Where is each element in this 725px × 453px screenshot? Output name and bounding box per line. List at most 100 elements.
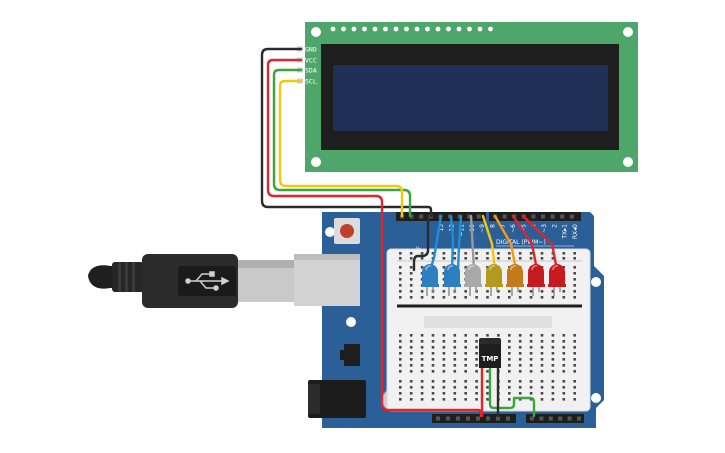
breadboard-hole[interactable] [431, 364, 435, 367]
breadboard-hole[interactable] [420, 380, 424, 383]
breadboard-hole[interactable] [464, 380, 467, 383]
breadboard-hole[interactable] [453, 296, 457, 299]
breadboard-hole[interactable] [508, 252, 511, 255]
breadboard-hole[interactable] [529, 352, 533, 355]
breadboard-hole[interactable] [409, 340, 413, 343]
breadboard-hole[interactable] [399, 296, 402, 299]
breadboard-hole[interactable] [573, 352, 576, 355]
breadboard-hole[interactable] [540, 296, 544, 299]
breadboard-hole[interactable] [551, 370, 555, 373]
breadboard-hole[interactable] [486, 398, 489, 401]
breadboard-hole[interactable] [540, 257, 544, 260]
breadboard-hole[interactable] [431, 386, 435, 389]
breadboard-hole[interactable] [551, 340, 555, 343]
breadboard-hole[interactable] [399, 386, 402, 389]
breadboard-hole[interactable] [420, 386, 424, 389]
breadboard-hole[interactable] [508, 358, 511, 361]
breadboard-hole[interactable] [453, 386, 457, 389]
breadboard-hole[interactable] [475, 364, 478, 367]
breadboard-hole[interactable] [573, 370, 576, 373]
breadboard-hole[interactable] [442, 296, 446, 299]
header-socket[interactable] [506, 416, 510, 421]
breadboard-hole[interactable] [508, 380, 511, 383]
header-socket[interactable] [530, 416, 534, 421]
breadboard-hole[interactable] [518, 346, 522, 349]
breadboard-hole[interactable] [409, 370, 413, 373]
breadboard-hole[interactable] [399, 398, 402, 401]
breadboard-hole[interactable] [399, 358, 402, 361]
breadboard-hole[interactable] [529, 252, 533, 255]
breadboard-hole[interactable] [409, 252, 413, 255]
breadboard-hole[interactable] [399, 284, 402, 287]
breadboard-hole[interactable] [442, 398, 446, 401]
breadboard-hole[interactable] [573, 364, 576, 367]
breadboard-hole[interactable] [431, 252, 435, 255]
breadboard-hole[interactable] [475, 358, 478, 361]
breadboard-hole[interactable] [562, 398, 566, 401]
breadboard-hole[interactable] [464, 252, 467, 255]
breadboard-hole[interactable] [540, 252, 544, 255]
header-socket[interactable] [550, 214, 555, 219]
breadboard-hole[interactable] [409, 266, 413, 269]
breadboard-hole[interactable] [464, 257, 467, 260]
breadboard-hole[interactable] [409, 296, 413, 299]
breadboard-hole[interactable] [442, 358, 446, 361]
breadboard-hole[interactable] [486, 266, 489, 269]
breadboard-hole[interactable] [518, 364, 522, 367]
breadboard-hole[interactable] [409, 290, 413, 293]
breadboard-hole[interactable] [464, 370, 467, 373]
header-socket[interactable] [476, 214, 481, 219]
breadboard-hole[interactable] [551, 380, 555, 383]
breadboard-hole[interactable] [508, 370, 511, 373]
breadboard-hole[interactable] [475, 352, 478, 355]
breadboard-hole[interactable] [431, 370, 435, 373]
breadboard-hole[interactable] [562, 364, 566, 367]
breadboard-hole[interactable] [453, 257, 457, 260]
header-socket[interactable] [436, 416, 440, 421]
breadboard-hole[interactable] [399, 340, 402, 343]
header-socket[interactable] [560, 214, 565, 219]
breadboard-hole[interactable] [486, 392, 489, 395]
breadboard-hole[interactable] [497, 290, 500, 293]
breadboard-hole[interactable] [562, 296, 566, 299]
breadboard-hole[interactable] [431, 346, 435, 349]
breadboard-hole[interactable] [464, 352, 467, 355]
breadboard-hole[interactable] [420, 352, 424, 355]
breadboard-hole[interactable] [420, 290, 424, 293]
breadboard-hole[interactable] [529, 346, 533, 349]
header-socket[interactable] [496, 416, 500, 421]
breadboard-hole[interactable] [420, 370, 424, 373]
breadboard-hole[interactable] [518, 257, 522, 260]
breadboard-hole[interactable] [453, 340, 457, 343]
breadboard-hole[interactable] [442, 252, 446, 255]
breadboard-hole[interactable] [420, 266, 424, 269]
header-socket[interactable] [567, 416, 572, 421]
breadboard-hole[interactable] [573, 266, 576, 269]
breadboard-hole[interactable] [551, 358, 555, 361]
breadboard-hole[interactable] [529, 290, 533, 293]
breadboard-hole[interactable] [497, 334, 500, 337]
breadboard-hole[interactable] [475, 296, 478, 299]
breadboard-hole[interactable] [442, 266, 446, 269]
breadboard-hole[interactable] [420, 252, 424, 255]
breadboard-hole[interactable] [573, 392, 576, 395]
breadboard-hole[interactable] [431, 296, 435, 299]
breadboard-hole[interactable] [464, 364, 467, 367]
breadboard-hole[interactable] [475, 370, 478, 373]
header-socket[interactable] [457, 214, 462, 219]
breadboard-hole[interactable] [573, 386, 576, 389]
breadboard-hole[interactable] [518, 252, 522, 255]
breadboard-hole[interactable] [562, 266, 566, 269]
breadboard-hole[interactable] [431, 334, 435, 337]
breadboard-hole[interactable] [562, 290, 566, 293]
breadboard-hole[interactable] [562, 358, 566, 361]
breadboard-hole[interactable] [464, 386, 467, 389]
breadboard-hole[interactable] [420, 334, 424, 337]
breadboard-hole[interactable] [442, 257, 446, 260]
header-socket[interactable] [456, 416, 460, 421]
breadboard-hole[interactable] [573, 358, 576, 361]
breadboard-hole[interactable] [573, 334, 576, 337]
breadboard-hole[interactable] [573, 398, 576, 401]
led[interactable] [485, 264, 503, 296]
breadboard-hole[interactable] [573, 296, 576, 299]
